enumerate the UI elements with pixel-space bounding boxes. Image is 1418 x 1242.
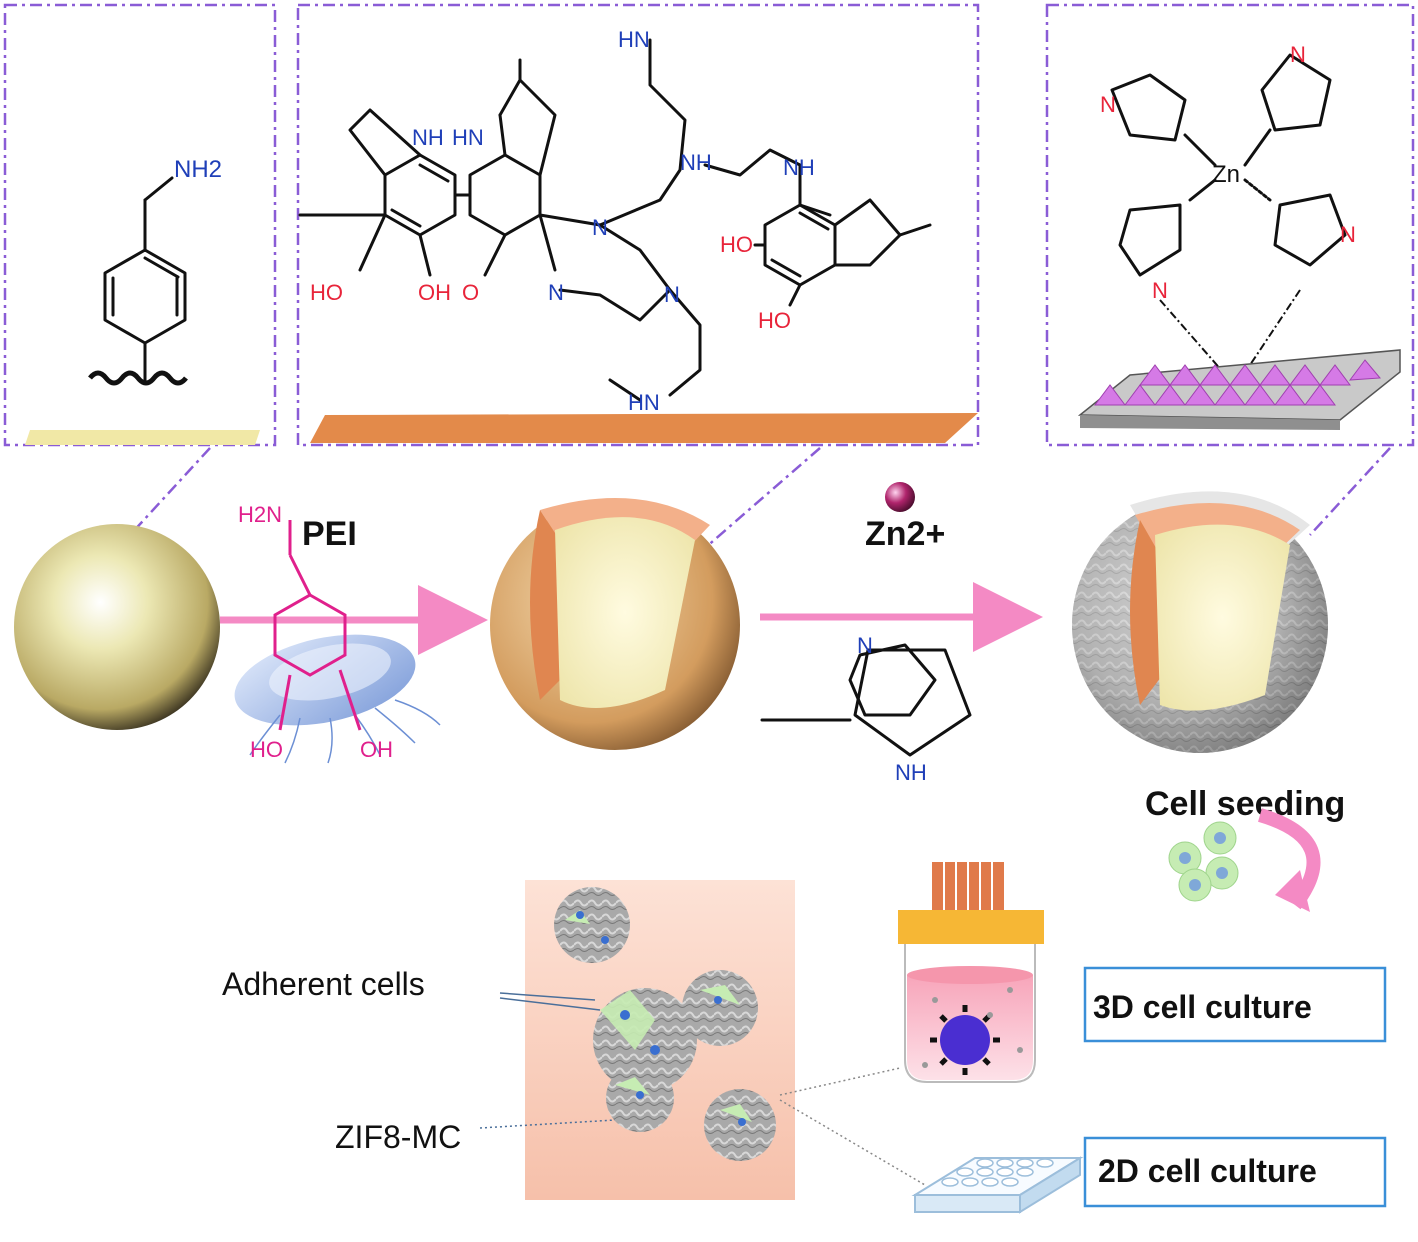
imid-nh-label: NH [895, 760, 927, 785]
o-label: O [462, 280, 479, 305]
nh-label-2: HN [452, 125, 484, 150]
culture-dish [525, 880, 795, 1200]
box-3d-culture: 3D cell culture [1083, 966, 1387, 1043]
h2n-label: H2N [238, 502, 282, 527]
oh-label-1: HO [310, 280, 343, 305]
right-n-label-1: N [1100, 92, 1116, 117]
amine-label: NH2 [174, 156, 222, 183]
seeding-arrowhead [1275, 870, 1310, 912]
culture2d-label: 2D cell culture [1098, 1153, 1317, 1189]
zif8-mc-label: ZIF8-MC [335, 1119, 461, 1155]
culture-vial [898, 862, 1044, 1083]
substrate-slab [310, 413, 978, 443]
microcarrier-1 [554, 887, 630, 963]
microcarrier-5 [704, 1089, 776, 1161]
pei-dopamine-graphic: H2N PEI HO OH [234, 502, 441, 764]
middle-heteroatoms: NH HN NH NH HN HN N N N HO OH HO HO O [310, 27, 815, 415]
nh-label-3: NH [680, 150, 712, 175]
ho-label: HO [250, 737, 283, 762]
n-label-2: N [548, 280, 564, 305]
right-n-label-2: N [1290, 42, 1306, 67]
bare-microsphere [14, 524, 220, 730]
right-n-label-4: N [1152, 278, 1168, 303]
well-plate [911, 1156, 1084, 1214]
n-label-1: N [592, 215, 608, 240]
pei-label: PEI [302, 515, 357, 553]
zn-ion-graphic: Zn2+ [865, 482, 945, 553]
adherent-cells-label: Adherent cells [222, 966, 425, 1002]
oh-label-4: HO [758, 308, 791, 333]
pda-pei-microsphere [490, 498, 740, 750]
oh-label: OH [360, 737, 393, 762]
culture-pointers [779, 1067, 926, 1186]
panel-connectors [129, 447, 1391, 549]
nh-label-5: HN [618, 27, 650, 52]
box-2d-culture: 2D cell culture [1083, 1136, 1387, 1208]
nh-label-4: NH [783, 155, 815, 180]
nh-label-6: HN [628, 390, 660, 415]
seeding-cells [1168, 821, 1239, 902]
culture3d-label: 3D cell culture [1093, 989, 1312, 1025]
cell-seeding-label: Cell seeding [1145, 785, 1345, 823]
zn-label: Zn [1212, 161, 1240, 188]
methylimidazole-graphic: N NH [760, 633, 972, 785]
microcarrier-3 [682, 970, 758, 1046]
zif8-microsphere [1072, 491, 1328, 753]
right-n-label-3: N [1340, 222, 1356, 247]
microcarrier-2 [593, 988, 697, 1092]
panel-middle: NH HN NH NH HN HN N N N HO OH HO HO O [296, 3, 980, 447]
panel-right: Zn N N N N [1045, 3, 1415, 447]
oh-label-3: HO [720, 232, 753, 257]
substrate-plate [25, 430, 260, 445]
n-label-3: N [664, 282, 680, 307]
zn-ion-label: Zn2+ [865, 515, 945, 553]
adherent-pointer [499, 992, 601, 1011]
nh-label-1: NH [412, 125, 444, 150]
oh-label-2: OH [418, 280, 451, 305]
panel-left: NH2 [3, 3, 277, 447]
microcarrier-4 [606, 1064, 674, 1132]
imid-n-label: N [857, 633, 873, 658]
